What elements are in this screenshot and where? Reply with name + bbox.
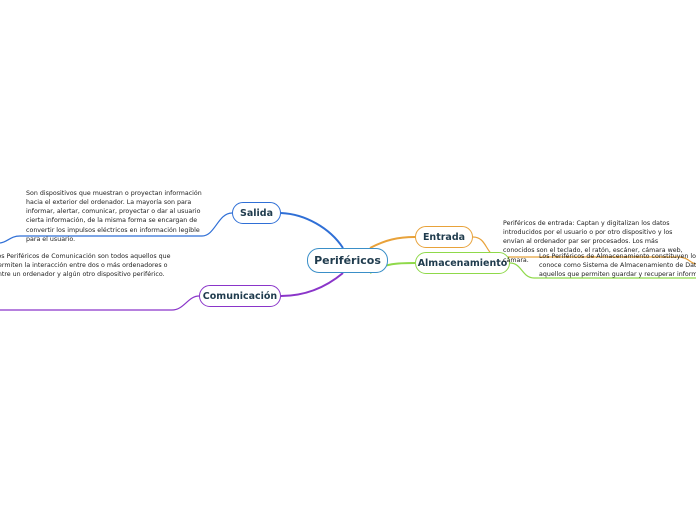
topic-entrada[interactable]: Entrada [415, 226, 473, 248]
note-salida[interactable]: Son dispositivos que muestran o proyecta… [26, 190, 202, 243]
note-line-salida [0, 212, 233, 244]
note-almacenamiento[interactable]: Los Periféricos de Almacenamiento consti… [539, 253, 696, 279]
topic-salida[interactable]: Salida [232, 202, 281, 224]
connector-salida [280, 212, 344, 249]
note-entrada[interactable]: Periféricos de entrada: Captan y digital… [503, 220, 683, 264]
note-line-comunicacion [0, 295, 200, 311]
note-line-entrada [472, 236, 696, 265]
topic-comunicacion[interactable]: Comunicación [199, 285, 281, 307]
note-line-almacenamiento [509, 262, 696, 279]
central-topic-perifericos[interactable]: Periféricos [307, 248, 388, 273]
topic-almacenamiento[interactable]: Almacenamiento [415, 252, 510, 274]
connector-comunicacion [280, 272, 344, 297]
note-comunicacion[interactable]: Los Periféricos de Comunicación son todo… [0, 253, 171, 279]
connector-entrada [369, 236, 416, 249]
